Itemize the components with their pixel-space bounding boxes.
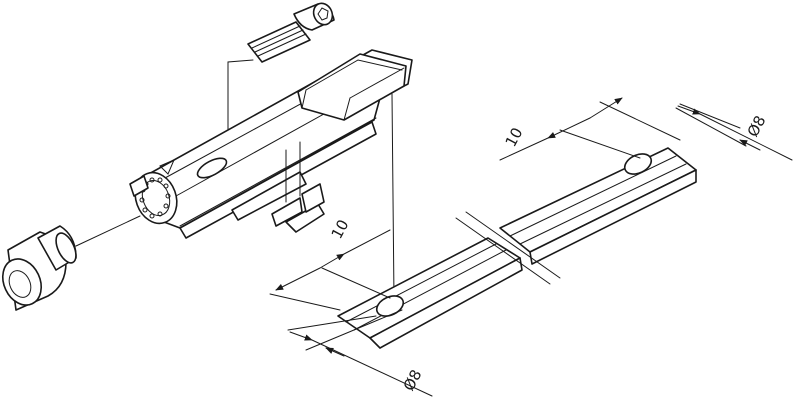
dimension-spacing-bottom: 10: [269, 217, 391, 311]
dimension-diameter-top: Ø8: [675, 103, 793, 161]
round-knob: [1, 225, 77, 311]
dimension-label-spacing-top: 10: [502, 125, 527, 150]
screw: [247, 2, 335, 63]
hole-projection-line: [391, 93, 395, 301]
rail: [337, 147, 697, 349]
dimension-label-diameter-bottom: Ø8: [400, 367, 426, 394]
dimension-label-diameter-top: Ø8: [744, 113, 770, 140]
dimension-label-spacing-bottom: 10: [328, 217, 353, 242]
knob-axis-line: [75, 215, 141, 247]
dimension-spacing-top: 10: [499, 97, 681, 161]
slide-carriage: [129, 49, 413, 239]
